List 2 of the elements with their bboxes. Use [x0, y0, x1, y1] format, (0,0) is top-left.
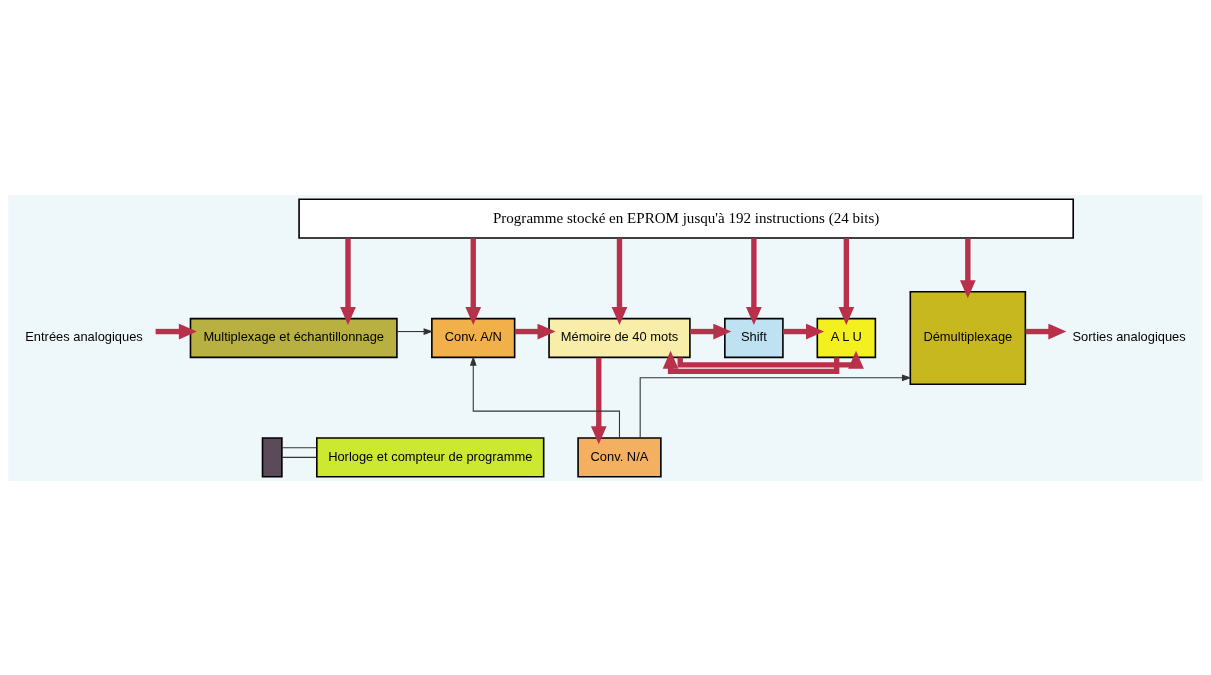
node-text: Entrées analogiques [25, 328, 143, 344]
node-text: Sorties analogiques [1072, 328, 1186, 344]
